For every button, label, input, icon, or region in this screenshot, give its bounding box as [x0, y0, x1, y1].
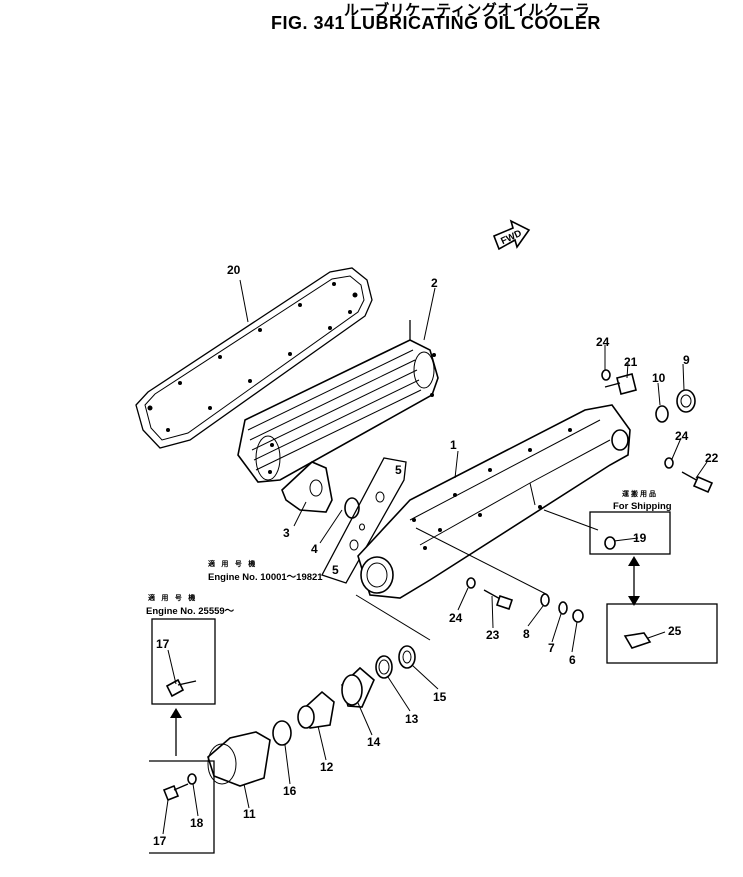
callout-6: 6: [569, 653, 576, 667]
callout-24a: 24: [596, 335, 610, 349]
callout-17b: 17: [153, 834, 167, 848]
part-6-nut: [572, 609, 584, 623]
callout-14: 14: [367, 735, 381, 749]
svg-text:FWD: FWD: [499, 228, 523, 247]
callout-21: 21: [624, 355, 638, 369]
engine-range-note-jp: 適 用 号 機: [208, 559, 257, 568]
callout-20: 20: [227, 263, 241, 277]
shipping-note: For Shipping: [613, 501, 672, 512]
leader-lines: [162, 279, 708, 835]
shipping-note-jp: 運搬用品: [622, 489, 658, 498]
callout-8: 8: [523, 627, 530, 641]
callout-2: 2: [431, 276, 438, 290]
part-24-washer-b: [664, 457, 674, 469]
callout-18: 18: [190, 816, 204, 830]
part-12-thermostat: [297, 690, 335, 729]
callout-22: 22: [705, 451, 719, 465]
callout-10: 10: [652, 371, 666, 385]
callout-5b: 5: [332, 563, 339, 577]
forward-direction-marker: FWD: [492, 219, 531, 251]
part-15-gasket: [398, 645, 416, 669]
part-17-18-bolt-washer-old-option: [149, 760, 215, 854]
part-17-bolt-new-option: [151, 618, 216, 705]
part-1-cooler-housing: [357, 404, 631, 599]
part-9-plug: [676, 389, 696, 413]
callout-7: 7: [548, 641, 555, 655]
figure-title: FIG. 341 LUBRICATING OIL COOLER: [271, 13, 601, 33]
callout-12: 12: [320, 760, 334, 774]
callout-16: 16: [283, 784, 297, 798]
part-10-o-ring: [655, 405, 669, 423]
part-11-cover: [207, 731, 271, 787]
callout-9: 9: [683, 353, 690, 367]
part-24-washer-a: [601, 369, 611, 381]
part-22-bolt: [681, 471, 714, 494]
part-3-adapter-plate: [281, 461, 333, 513]
callout-13: 13: [405, 712, 419, 726]
part-14-sleeve: [341, 666, 375, 708]
callout-11: 11: [243, 807, 256, 821]
part-19-plug: [589, 511, 671, 555]
part-7-washer: [558, 601, 568, 615]
part-24-washer-c: [466, 577, 476, 589]
part-23-bolt: [483, 589, 514, 611]
part-8-washer: [540, 593, 550, 607]
callout-3: 3: [283, 526, 290, 540]
part-20-gasket: [135, 267, 373, 449]
engine-from-note: Engine No. 25559～: [146, 606, 235, 617]
callout-24b: 24: [675, 429, 689, 443]
part-13-o-ring: [375, 655, 393, 679]
figure-title-japanese: ルーブリケーティングオイルクーラ: [344, 1, 591, 19]
callout-23: 23: [486, 628, 500, 642]
part-25-fitting: [606, 603, 718, 664]
part-16-o-ring: [272, 720, 292, 746]
engine-range-note: Engine No. 10001～19821: [208, 572, 323, 583]
callout-5a: 5: [395, 463, 402, 477]
applicability-notes: 適 用 号 機 Engine No. 10001～19821 適 用 号 機 E…: [146, 489, 672, 617]
callout-25: 25: [668, 624, 682, 638]
callout-4: 4: [311, 542, 318, 556]
callout-labels: 1 2 3 4 5 5 6 7 8 9 10 11 12 13 14 15 16…: [153, 263, 719, 848]
callout-17a: 17: [156, 637, 170, 651]
part-2-cooler-element: [237, 320, 439, 483]
engine-from-note-jp: 適 用 号 機: [148, 593, 197, 602]
callout-19: 19: [633, 531, 647, 545]
callout-24c: 24: [449, 611, 463, 625]
callout-1: 1: [450, 438, 457, 452]
part-5-gasket: [321, 457, 407, 584]
callout-15: 15: [433, 690, 447, 704]
